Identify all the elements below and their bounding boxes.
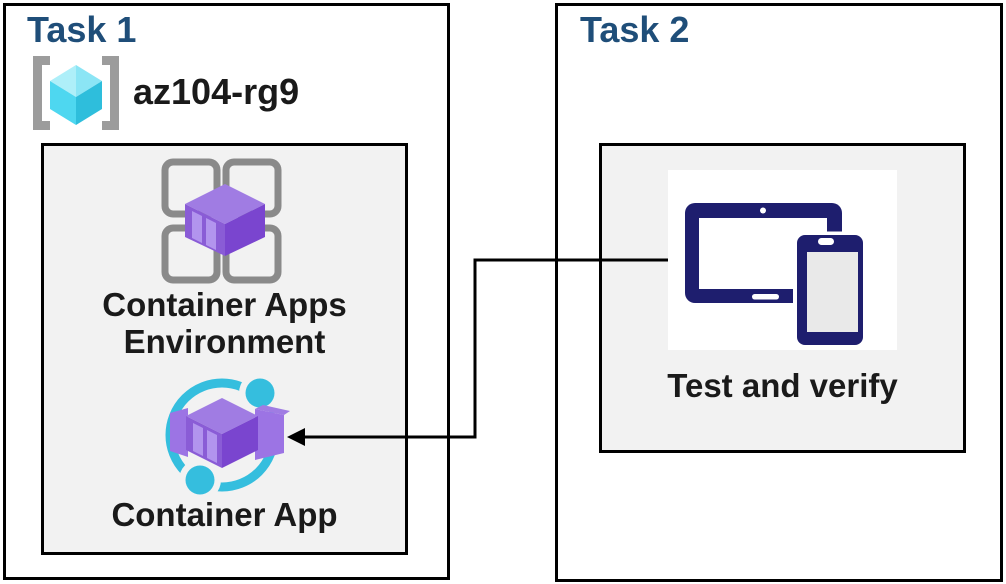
left-bracket-shape (33, 56, 50, 130)
container-app-icon (165, 372, 290, 501)
container-box-shape (170, 398, 290, 468)
resource-group-name: az104-rg9 (133, 71, 300, 112)
task1-title: Task 1 (27, 9, 137, 50)
container-apps-environment-label: Container Apps Environment (41, 286, 408, 360)
phone-shape (793, 231, 867, 349)
orbit-dot-bottom (185, 465, 215, 495)
container-apps-environment-icon (161, 158, 282, 284)
phone-speaker-slot (818, 238, 834, 245)
tablet-camera-dot (760, 207, 766, 214)
container-box-shape (185, 184, 265, 256)
task2-title: Task 2 (580, 9, 690, 50)
label-line-1: Container Apps (102, 286, 347, 323)
cube-shape (50, 65, 102, 125)
orbit-dot-top (245, 378, 275, 408)
test-and-verify-label: Test and verify (667, 367, 898, 404)
resource-group-icon (33, 56, 119, 130)
label-line-2: Environment (123, 323, 326, 360)
tablet-and-phone-icon (685, 203, 867, 349)
container-app-label: Container App (111, 496, 338, 533)
tablet-home-bar (752, 294, 779, 300)
right-bracket-shape (102, 56, 119, 130)
